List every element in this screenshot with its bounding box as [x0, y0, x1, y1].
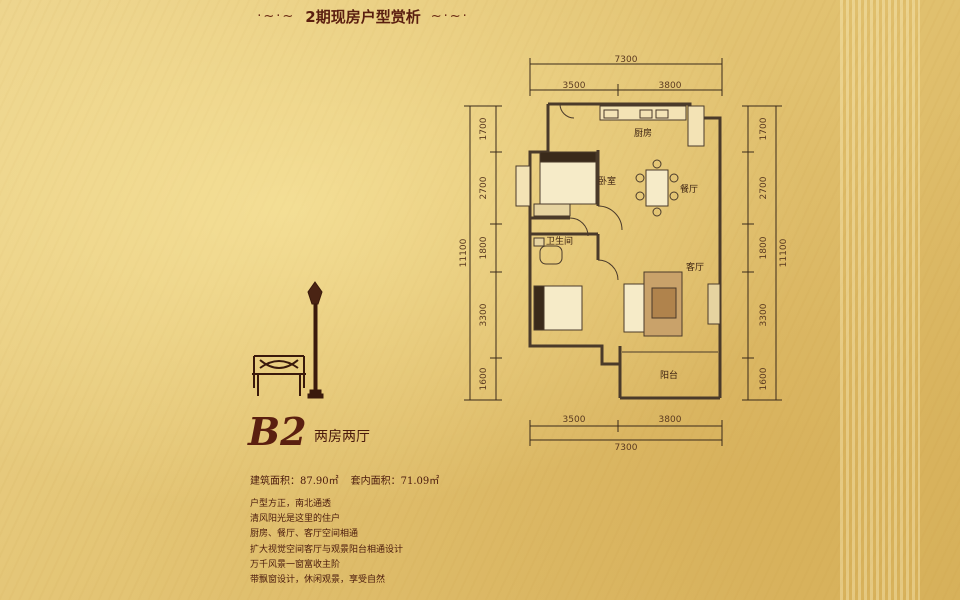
- feature-line: 户型方正，南北通透: [250, 499, 332, 509]
- dim-bottom-total: 7300: [615, 443, 638, 453]
- feature-line: 清风阳光是这里的住户: [250, 514, 341, 525]
- dim-right-1: 1700: [759, 117, 769, 140]
- unit-model: B2 两房两厅: [248, 412, 508, 456]
- street-lamp-bench-illustration: [252, 281, 324, 399]
- room-dining-label: 餐厅: [680, 183, 698, 195]
- feature-line: 带飘窗设计，休闲观景，享受自然: [250, 575, 386, 586]
- built-area: 建筑面积：87.90㎡: [250, 476, 339, 487]
- page-header: ·~·~ 2期现房户型赏析 ~·~·: [228, 6, 498, 26]
- room-living-label: 客厅: [686, 261, 704, 273]
- room-bathroom-label: 卫生间: [546, 235, 573, 247]
- dim-left-1: 1700: [479, 117, 489, 140]
- unit-features: 户型方正，南北通透 清风阳光是这里的住户 厨房、餐厅、客厅空间相通 扩大视觉空间…: [250, 497, 450, 588]
- dim-left-2: 2700: [479, 176, 489, 199]
- dim-left-total: 11100: [459, 238, 469, 267]
- room-bedroom-label: 卧室: [598, 175, 616, 187]
- unit-code: B2: [248, 409, 307, 454]
- dim-bottom-right: 3800: [659, 415, 682, 425]
- dimension-lines: [464, 58, 782, 446]
- dim-top-left: 3500: [563, 81, 586, 91]
- room-balcony-label: 阳台: [660, 369, 678, 381]
- dim-right-3: 1800: [759, 236, 769, 259]
- dim-left-4: 3300: [479, 303, 489, 326]
- page-title: 2期现房户型赏析: [305, 7, 421, 26]
- dim-right-total: 11100: [779, 238, 789, 267]
- feature-line: 扩大视觉空间客厅与观景阳台相通设计: [250, 544, 404, 555]
- inner-area: 套内面积：71.09㎡: [350, 476, 440, 487]
- dim-top-total: 7300: [615, 55, 638, 65]
- background-stripes: [840, 0, 920, 600]
- dim-right-5: 1600: [759, 367, 769, 390]
- header-ornament-right: ~·~·: [430, 8, 469, 24]
- unit-areas: 建筑面积：87.90㎡ 套内面积：71.09㎡: [250, 472, 450, 488]
- room-kitchen-label: 厨房: [634, 127, 652, 139]
- dim-bottom-left: 3500: [563, 415, 586, 425]
- header-ornament-left: ·~·~: [257, 8, 296, 24]
- dim-left-5: 1600: [479, 367, 489, 390]
- dim-right-2: 2700: [759, 176, 769, 199]
- feature-line: 厨房、餐厅、客厅空间相通: [250, 529, 359, 540]
- dim-top-right: 3800: [659, 81, 682, 91]
- walls: [528, 102, 722, 400]
- feature-line: 万千风景一窗富收主阶: [250, 559, 341, 570]
- dim-left-3: 1800: [479, 236, 489, 259]
- fixtures: [515, 103, 721, 353]
- dim-right-4: 3300: [759, 303, 769, 326]
- unit-type: 两房两厅: [314, 429, 370, 445]
